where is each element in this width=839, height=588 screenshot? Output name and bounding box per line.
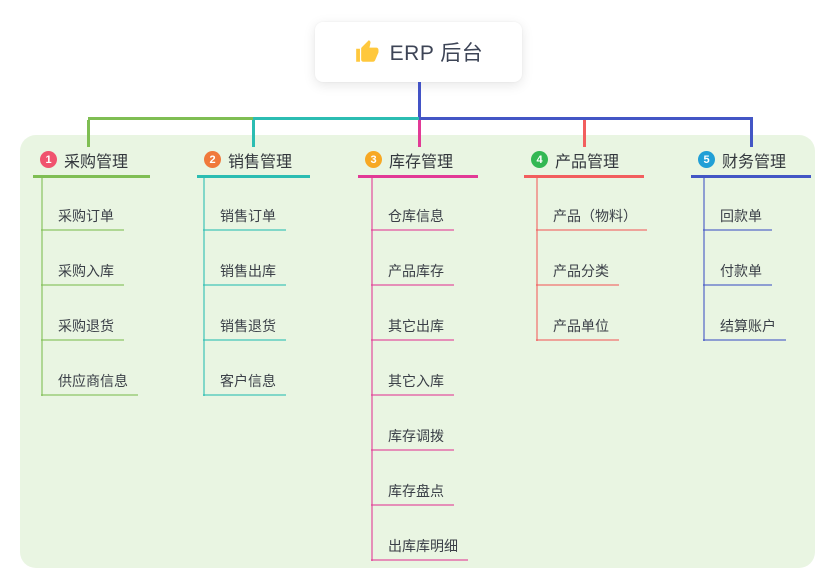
connector-child-underline (703, 229, 772, 231)
branch-node-5[interactable]: 5 财务管理 (691, 146, 811, 178)
child-node[interactable]: 采购退货 (41, 312, 124, 341)
connector-child-underline (41, 229, 124, 231)
connector-child-underline (371, 394, 454, 396)
child-node[interactable]: 其它出库 (371, 312, 454, 341)
child-node-label: 销售退货 (220, 318, 276, 334)
child-node[interactable]: 产品（物料） (536, 202, 647, 231)
connector-child-underline (371, 449, 454, 451)
connector-child-underline (703, 284, 772, 286)
branch-node-label: 销售管理 (228, 153, 293, 171)
branch-index-badge: 4 (531, 151, 548, 168)
child-node-label: 其它入库 (388, 373, 444, 389)
branch-node-label: 采购管理 (64, 153, 129, 171)
connector-child-underline (203, 284, 286, 286)
connector-child-underline (536, 284, 619, 286)
child-node-label: 付款单 (720, 263, 762, 279)
connector-child-spine (41, 178, 43, 396)
child-node[interactable]: 库存盘点 (371, 477, 454, 506)
child-node[interactable]: 销售退货 (203, 312, 286, 341)
connector-child-underline (41, 284, 124, 286)
connector-child-underline (703, 339, 786, 341)
connector-child-spine (703, 178, 705, 341)
child-node[interactable]: 销售订单 (203, 202, 286, 231)
connector-child-underline (371, 559, 468, 561)
connector-child-underline (536, 229, 647, 231)
child-node-label: 客户信息 (220, 373, 276, 389)
connector-child-underline (203, 394, 286, 396)
connector-branch-drop (418, 120, 421, 147)
connector-child-underline (371, 284, 454, 286)
child-node[interactable]: 产品分类 (536, 257, 619, 286)
child-node-label: 产品库存 (388, 263, 444, 279)
connector-child-underline (536, 339, 619, 341)
child-node-label: 库存调拨 (388, 428, 444, 444)
child-node-label: 采购退货 (58, 318, 114, 334)
branch-node-label: 产品管理 (555, 153, 620, 171)
connector-child-underline (371, 504, 454, 506)
root-node-label: ERP 后台 (389, 42, 484, 65)
connector-bus-segment (88, 117, 255, 120)
child-node-label: 采购入库 (58, 263, 114, 279)
child-node-label: 仓库信息 (388, 208, 444, 224)
child-node[interactable]: 回款单 (703, 202, 772, 231)
branch-node-label: 库存管理 (389, 153, 454, 171)
branch-node-4[interactable]: 4 产品管理 (524, 146, 644, 178)
child-node[interactable]: 库存调拨 (371, 422, 454, 451)
branch-index-badge: 5 (698, 151, 715, 168)
child-node[interactable]: 仓库信息 (371, 202, 454, 231)
child-node-label: 库存盘点 (388, 483, 444, 499)
child-node-label: 产品（物料） (553, 208, 637, 224)
child-node-label: 出库库明细 (388, 538, 458, 554)
branch-node-label: 财务管理 (722, 153, 787, 171)
connector-child-underline (203, 339, 286, 341)
child-node[interactable]: 产品库存 (371, 257, 454, 286)
connector-bus-segment (253, 117, 421, 120)
connector-child-spine (536, 178, 538, 341)
child-node-label: 回款单 (720, 208, 762, 224)
branch-index-badge: 1 (40, 151, 57, 168)
connector-child-underline (371, 339, 454, 341)
child-node-label: 供应商信息 (58, 373, 128, 389)
child-node[interactable]: 产品单位 (536, 312, 619, 341)
child-node[interactable]: 采购入库 (41, 257, 124, 286)
connector-child-underline (41, 339, 124, 341)
child-node[interactable]: 付款单 (703, 257, 772, 286)
branch-index-badge: 3 (365, 151, 382, 168)
thumbs-up-icon (354, 39, 380, 65)
mindmap-background-panel (20, 135, 815, 568)
branch-index-badge: 2 (204, 151, 221, 168)
connector-branch-drop (252, 120, 255, 147)
child-node[interactable]: 结算账户 (703, 312, 786, 341)
child-node[interactable]: 供应商信息 (41, 367, 138, 396)
child-node[interactable]: 客户信息 (203, 367, 286, 396)
connector-child-spine (371, 178, 373, 561)
child-node-label: 采购订单 (58, 208, 114, 224)
child-node-label: 产品单位 (553, 318, 609, 334)
connector-child-underline (371, 229, 454, 231)
connector-bus-segment (419, 117, 753, 120)
child-node[interactable]: 其它入库 (371, 367, 454, 396)
child-node[interactable]: 销售出库 (203, 257, 286, 286)
connector-root-stem (418, 82, 421, 117)
root-node[interactable]: ERP 后台 (315, 22, 522, 82)
connector-branch-drop (583, 120, 586, 147)
child-node-label: 产品分类 (553, 263, 609, 279)
child-node[interactable]: 采购订单 (41, 202, 124, 231)
connector-child-underline (203, 229, 286, 231)
child-node-label: 结算账户 (720, 318, 776, 334)
connector-branch-drop (87, 120, 90, 147)
branch-node-1[interactable]: 1 采购管理 (33, 146, 150, 178)
child-node[interactable]: 出库库明细 (371, 532, 468, 561)
connector-child-spine (203, 178, 205, 396)
child-node-label: 其它出库 (388, 318, 444, 334)
child-node-label: 销售出库 (220, 263, 276, 279)
branch-node-3[interactable]: 3 库存管理 (358, 146, 478, 178)
connector-child-underline (41, 394, 138, 396)
child-node-label: 销售订单 (220, 208, 276, 224)
branch-node-2[interactable]: 2 销售管理 (197, 146, 310, 178)
connector-branch-drop (750, 120, 753, 147)
